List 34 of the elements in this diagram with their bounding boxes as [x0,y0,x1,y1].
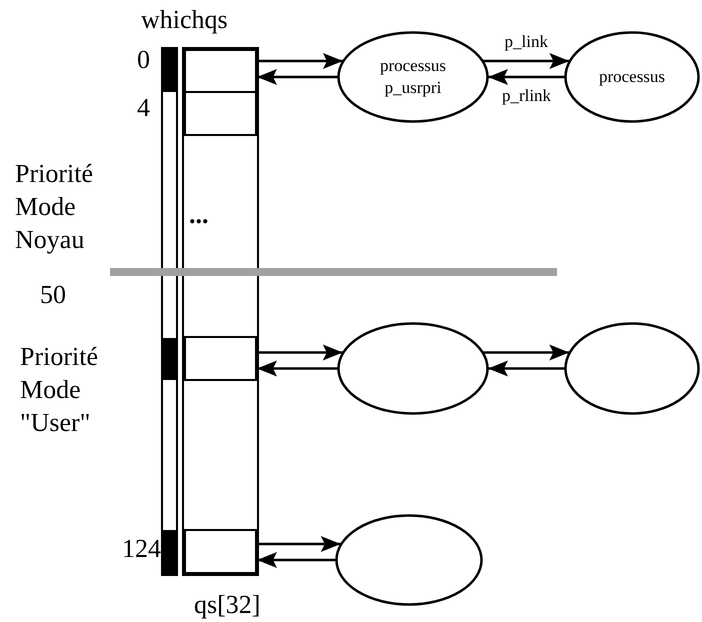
arrow [257,360,338,376]
process-ellipse [335,514,483,606]
arrow [257,344,343,360]
region-label: Priorité Mode Noyau [15,158,94,256]
arrow [257,69,338,85]
process-ellipse [337,31,489,123]
process-label: p_usrpri [384,77,442,99]
arrow [488,69,565,85]
queue-cell [184,529,257,574]
queue-array [182,47,259,576]
edge-label: p_link [504,31,549,53]
arrow [257,536,341,552]
process-ellipse [564,322,700,415]
process-ellipse [564,31,700,123]
arrow [483,53,570,69]
process-ellipse [337,322,489,415]
array-name: whichqs [141,5,228,35]
index-number: 50 [40,280,66,310]
arrow [257,552,336,568]
process-label: processus [380,55,446,77]
arrow [257,53,343,69]
index-number: 124 [122,534,161,564]
array-name: qs[32] [194,590,260,620]
process-label: processus [598,66,666,88]
arrow [488,360,565,376]
arrow [483,344,570,360]
queue-cell [184,91,257,136]
index-number: 0 [137,45,150,75]
region-label: Priorité Mode "User" [20,341,99,439]
queue-cell [184,336,257,381]
queue-cell [184,49,257,93]
edge-label: p_rlink [500,85,552,107]
index-number: 4 [137,93,150,123]
ellipsis: ... [189,200,208,230]
